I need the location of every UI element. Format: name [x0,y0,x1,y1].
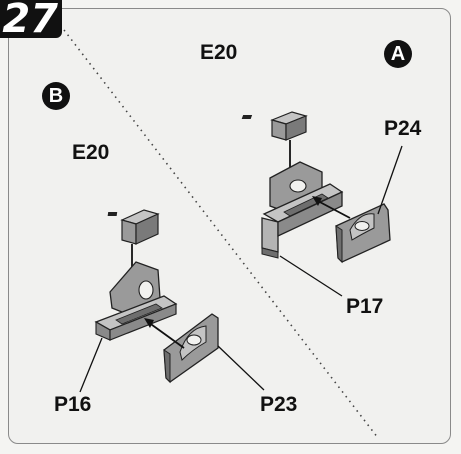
variant-a-p24-part [335,203,391,264]
variant-a-marker: A [384,40,412,68]
variant-b-leader-p16 [79,337,103,393]
variant-a-arrow-left-head [312,196,322,206]
variant-a-assembly [241,111,403,297]
variant-b-assembly [79,209,265,393]
divider-line [63,29,379,439]
step-number-badge: 27 [0,0,62,38]
variant-b-p16-part [94,261,178,341]
variant-b-p16-label: P16 [54,393,92,416]
variant-b-e20-part [107,209,160,245]
variant-b-leader-p23 [217,345,265,391]
variant-b-arrow-left [147,321,185,349]
variant-a-arrow-left [315,199,351,219]
variant-b-marker: B [42,82,70,110]
variant-a-p24-label: P24 [384,117,422,140]
variant-a-p17-part [261,161,344,259]
variant-a-e20-label: E20 [200,41,238,64]
variant-a-e20-part [241,111,308,141]
variant-b-arrow-left-head [144,318,154,328]
variant-b-p23-part [163,313,219,384]
variant-b-e20-label: E20 [72,141,110,164]
variant-b-p23-label: P23 [260,393,298,416]
variant-a-leader-p24 [377,145,403,215]
variant-a-leader-p17 [279,255,343,297]
variant-a-p17-label: P17 [346,295,384,318]
